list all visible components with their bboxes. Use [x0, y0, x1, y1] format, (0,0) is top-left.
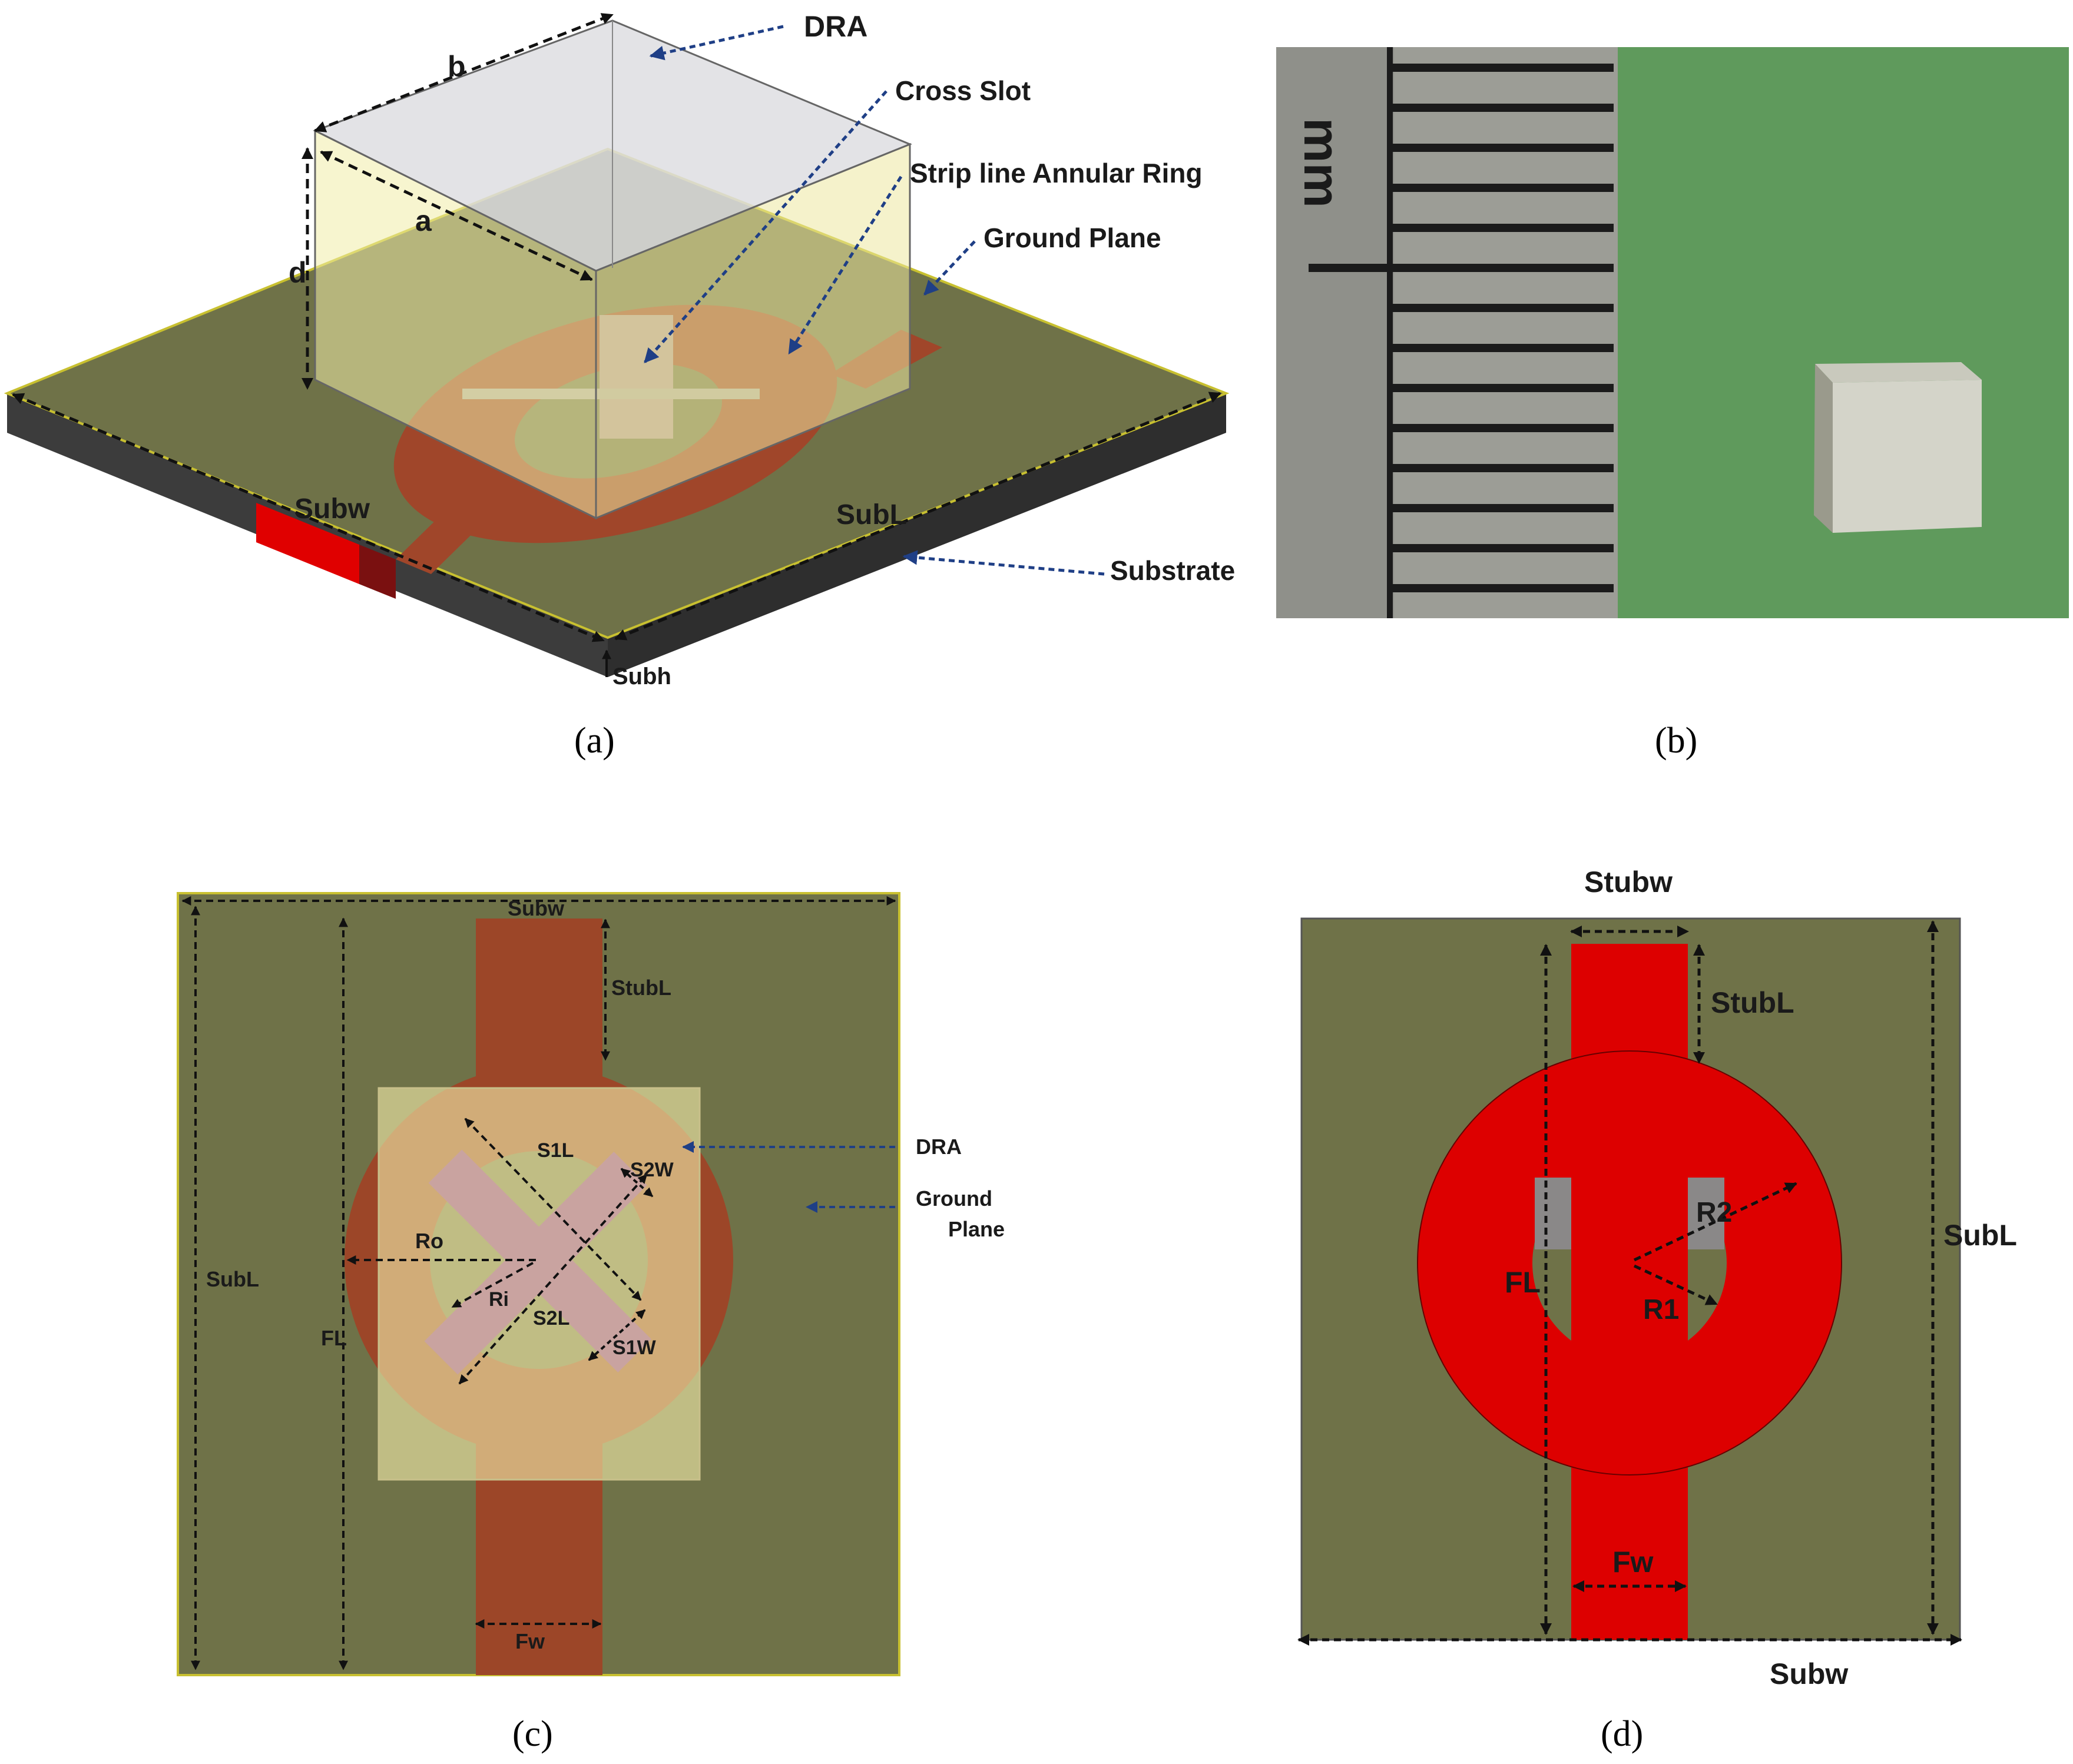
label-ground-plane: Ground Plane	[983, 223, 1161, 253]
label-subw-c: Subw	[508, 896, 565, 920]
label-a: a	[415, 204, 432, 237]
label-stubl-c: StubL	[611, 976, 671, 1000]
dra-sample-front	[1814, 364, 1833, 533]
dim-s1l-c	[464, 1118, 642, 1301]
pointer-ground	[923, 240, 976, 296]
inner-strip-d	[1571, 1163, 1688, 1366]
pointer-dra	[649, 25, 784, 61]
label-fl-c: FL	[321, 1326, 347, 1350]
label-stubw-d: Stubw	[1584, 866, 1673, 898]
label-s1l-c: S1L	[537, 1139, 574, 1162]
pointer-cross-slot	[644, 90, 888, 363]
caption-b: (b)	[1655, 721, 1697, 761]
panel-c-top-view: Subw SubL FL StubL Fw Ro Ri S1L S2L S1W …	[177, 892, 1005, 1754]
label-subw: Subw	[294, 493, 370, 525]
label-substrate: Substrate	[1110, 555, 1235, 586]
label-s1w-c: S1W	[612, 1337, 657, 1359]
dim-b-arrow	[314, 13, 614, 132]
label-fw-c: Fw	[515, 1629, 545, 1653]
dra-sample-top	[1815, 362, 1982, 383]
inner-gray-right	[1688, 1178, 1724, 1249]
caption-c: (c)	[512, 1714, 553, 1754]
ruler-ticks	[1309, 47, 1614, 618]
dim-subl-arrow	[614, 392, 1221, 641]
dra-sample-sample-face	[1833, 380, 1982, 533]
caption-a: (a)	[574, 721, 615, 761]
caption-d: (d)	[1601, 1714, 1643, 1754]
label-subw-d: Subw	[1770, 1657, 1848, 1690]
dim-s1w-c	[588, 1309, 646, 1361]
label-subl-d: SubL	[1943, 1219, 2017, 1252]
inner-gray-left	[1535, 1178, 1571, 1249]
label-stubl-d: StubL	[1711, 986, 1794, 1019]
label-fl-d: FL	[1505, 1266, 1541, 1299]
label-subl: SubL	[836, 499, 907, 530]
ruler-unit-label: mm	[1293, 118, 1350, 208]
label-subl-c: SubL	[206, 1267, 259, 1291]
label-fw-d: Fw	[1612, 1546, 1654, 1579]
dim-r1-d	[1633, 1264, 1718, 1306]
label-b: b	[448, 50, 466, 83]
label-cross-slot: Cross Slot	[895, 75, 1031, 106]
label-s2w-c: S2W	[630, 1159, 674, 1181]
label-s2l-c: S2L	[533, 1307, 569, 1329]
dim-a-arrow	[320, 150, 593, 281]
label-strip-ring: Strip line Annular Ring	[910, 158, 1203, 188]
label-ri-c: Ri	[489, 1288, 509, 1311]
dim-s2w-c	[620, 1168, 654, 1198]
pointer-substrate	[902, 550, 1105, 576]
ruler-shade	[1276, 47, 1394, 618]
label-r1-d: R1	[1643, 1294, 1679, 1325]
panel-b-photo: mm (b)	[1276, 47, 2069, 761]
label-dra-c: DRA	[916, 1135, 962, 1159]
label-r2-d: R2	[1696, 1197, 1732, 1228]
panel-d-feed-layout: Stubw StubL SubL Subw FL Fw R2 R1 (d)	[1297, 866, 2017, 1754]
label-ro-c: Ro	[415, 1229, 443, 1253]
label-dra: DRA	[804, 10, 867, 43]
panel-a-3d-view: DRA Cross Slot Strip line Annular Ring G…	[4, 10, 1235, 761]
label-d: d	[289, 256, 307, 289]
label-plane-c: Plane	[948, 1217, 1005, 1241]
dim-r2-d	[1633, 1182, 1797, 1262]
pointer-strip-ring	[787, 175, 903, 355]
label-ground-c: Ground	[916, 1186, 992, 1211]
label-subh: Subh	[612, 664, 671, 689]
